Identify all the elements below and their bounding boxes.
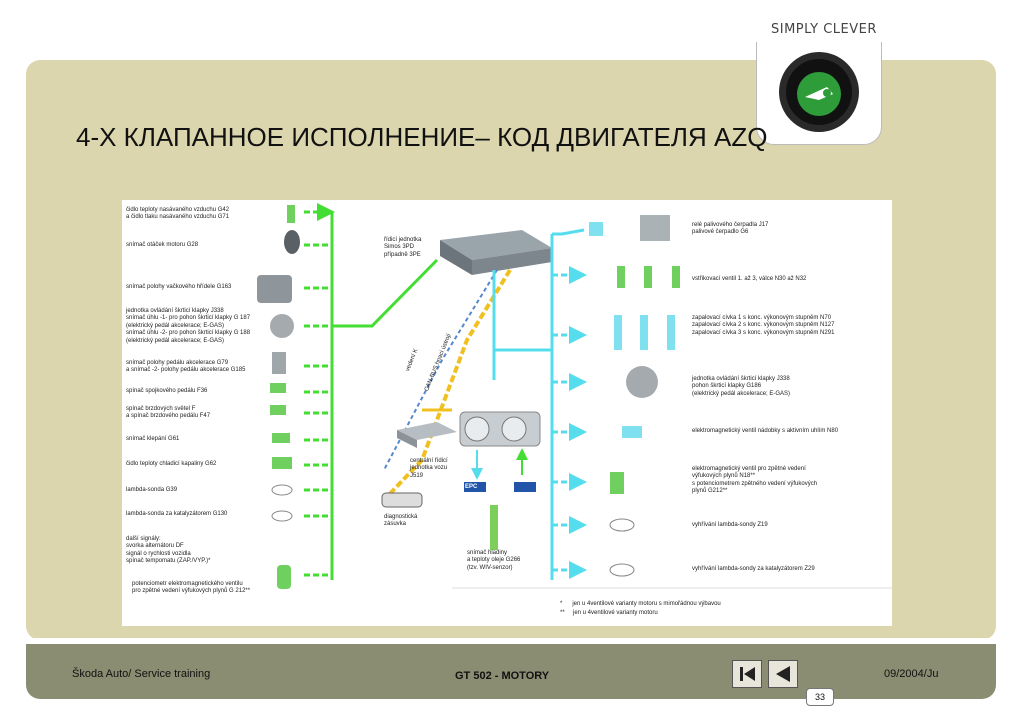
oil-sensor	[490, 505, 498, 550]
epc-label: EPC	[465, 484, 478, 490]
input-label: snímač polohy vačkového hřídele G163	[126, 284, 232, 290]
output-label: vyhřívání lambda-sondy za katalyzátorem …	[692, 566, 815, 572]
instrument-cluster	[459, 411, 541, 447]
input-label: čidlo teploty chladicí kapaliny G62	[126, 461, 217, 467]
footer-separator	[26, 638, 996, 644]
triangle-left-icon	[776, 666, 790, 682]
diagram-graphics	[257, 203, 892, 589]
diag-socket-label: diagnostická zásuvka	[384, 514, 418, 528]
input-label: lambda-sonda za katalyzátorem G130	[126, 511, 228, 517]
footnote: * jen u 4ventilové varianty motoru s mim…	[560, 601, 721, 607]
diagnostic-socket	[381, 492, 423, 508]
page-title: 4-Х КЛАПАННОЕ ИСПОЛНЕНИЕ– КОД ДВИГАТЕЛЯ …	[76, 122, 768, 152]
ecu-unit	[440, 230, 552, 275]
brand-tagline: SIMPLY CLEVER	[771, 22, 877, 37]
logo-tab	[756, 42, 882, 145]
input-bus	[304, 203, 439, 580]
input-label: další signály: svorka alternátoru DF sig…	[126, 536, 211, 565]
output-label: vyhřívání lambda-sondy Z19	[692, 522, 768, 528]
output-label: jednotka ovládání škrticí klapky J338 po…	[692, 376, 791, 397]
output-label: zapalovací cívka 1 s konc. výkonovým stu…	[692, 315, 835, 336]
output-label: elektromagnetický ventil pro zpětné vede…	[692, 466, 818, 495]
input-label: čidlo teploty nasávaného vzduchu G42 a č…	[126, 207, 230, 221]
input-label: snímač klepání G61	[126, 436, 180, 442]
footer-center-text: GT 502 - MOTORY	[455, 670, 550, 682]
footer-date: 09/2004/Ju	[884, 668, 939, 680]
input-label: jednotka ovládání škrticí klapky J338 sn…	[126, 308, 251, 344]
ecu-label: řídicí jednotka Simos 3PD případně 3PE	[384, 237, 422, 258]
footer-bar	[26, 644, 996, 699]
page-number: 33	[806, 688, 834, 706]
previous-slide-button[interactable]	[768, 660, 798, 688]
central-unit-block	[397, 422, 457, 448]
oil-sensor-label: snímač hladiny a teploty oleje G266 (tzv…	[467, 550, 521, 571]
k-wire-line	[383, 269, 498, 471]
input-label: snímač otáček motoru G28	[126, 242, 199, 248]
output-label: vstřikovací ventil 1. až 3, válce N30 až…	[692, 276, 807, 282]
footer-left-text: Škoda Auto/ Service training	[72, 668, 211, 680]
central-unit-label: centrální řídicí jednotka vozu J519	[410, 458, 448, 479]
system-diagram: čidlo teploty nasávaného vzduchu G42 a č…	[122, 200, 892, 626]
input-components	[257, 205, 300, 589]
skip-back-icon	[740, 667, 755, 681]
can-bus-line	[382, 268, 512, 502]
output-components	[589, 215, 680, 577]
output-label: elektromagnetický ventil nádobky s aktiv…	[692, 428, 839, 434]
output-label: relé palivového čerpadla J17 palivové če…	[692, 222, 769, 236]
input-label: snímač polohy pedálu akcelerace G79 a sn…	[126, 360, 246, 374]
output-bus	[492, 228, 587, 580]
skoda-logo-icon	[779, 52, 859, 132]
first-slide-button[interactable]	[732, 660, 762, 688]
input-label: potenciometr elektromagnetického ventilu…	[132, 581, 251, 595]
input-label: spínač brzdových světel F a spínač brzdo…	[126, 406, 211, 420]
input-label: lambda-sonda G39	[126, 487, 178, 493]
input-label: spínač spojkového pedálu F36	[126, 388, 208, 394]
footnote: ** jen u 4ventilové varianty motoru	[560, 610, 658, 616]
